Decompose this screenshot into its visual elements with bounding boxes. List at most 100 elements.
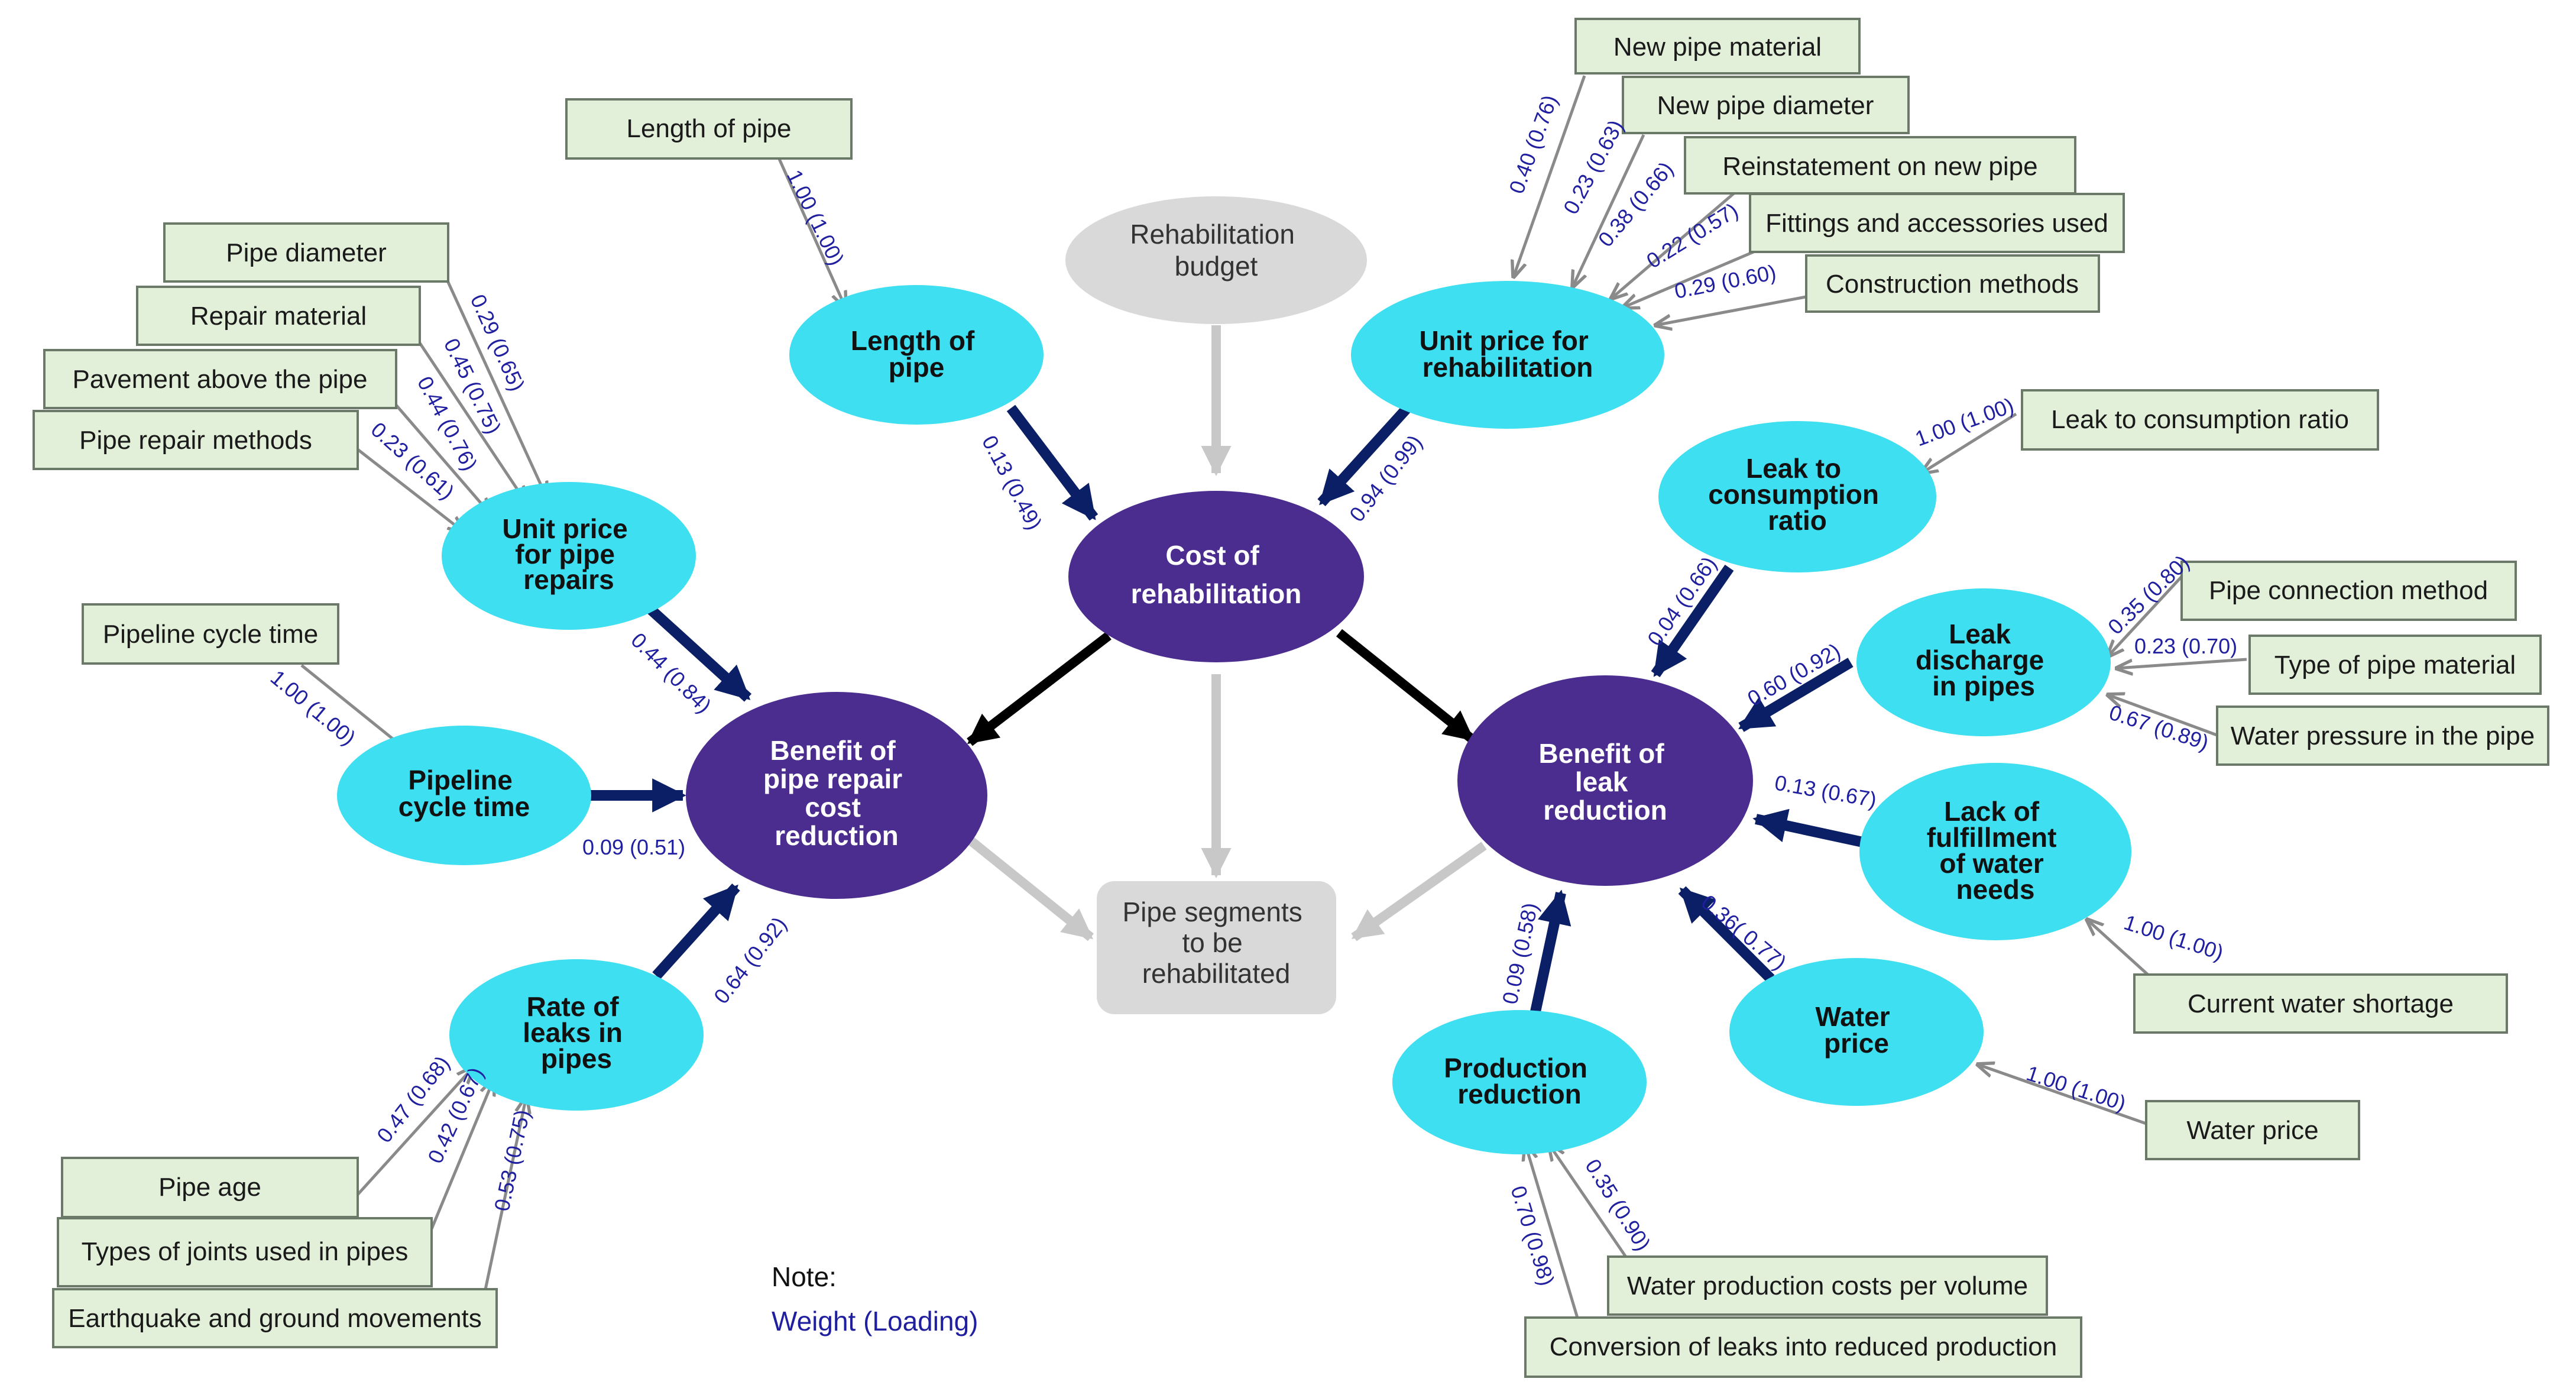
arrow-lack-to-benefit	[1752, 808, 1867, 848]
leak-consumption-node: Leak to consumption ratio	[1658, 421, 1936, 572]
indicator-label: New pipe diameter	[1657, 91, 1874, 120]
lack-line-1: Lack of	[1944, 796, 2040, 827]
arrow-earthquake	[483, 1097, 526, 1293]
svg-text:Leak discharge in: Leak discharge in pipes	[1916, 619, 2052, 701]
arrow-pipe-diameter	[446, 280, 547, 498]
cost-of-rehabilitation-node: Cost of rehabilitation	[1068, 491, 1364, 662]
arrow-construction-methods	[1655, 294, 1813, 325]
svg-text:Pipe segments to be: Pipe segments to be rehabilitated	[1122, 897, 1310, 989]
arrow-length-to-cost	[1006, 404, 1099, 521]
weight-label: 0.44 (0.84)	[626, 628, 716, 718]
note-legend-text: Weight (Loading)	[772, 1306, 978, 1336]
arrow-conversion-leaks	[1525, 1144, 1580, 1322]
arrow-production-costs	[1549, 1144, 1634, 1267]
unit-repair-line-1: Unit price	[503, 513, 628, 544]
indicator-box-water-production-costs: Water production costs per volume	[1607, 1255, 2048, 1316]
leak-node-line-2: leak	[1575, 766, 1628, 797]
weight-label: 0.29 (0.60)	[1673, 260, 1778, 303]
indicator-label: Types of joints used in pipes	[82, 1237, 409, 1266]
water-price-line-1: Water	[1816, 1001, 1890, 1032]
leak-ratio-line-2: consumption	[1708, 479, 1879, 510]
indicator-label: Earthquake and ground movements	[68, 1304, 482, 1333]
indicator-box-new-pipe-diameter: New pipe diameter	[1622, 76, 1910, 134]
indicator-box-earthquake: Earthquake and ground movements	[52, 1288, 498, 1348]
cycle-node-line-1: Pipeline	[408, 765, 512, 795]
svg-text:Lack of fulfillment: Lack of fulfillment of water needs	[1927, 796, 2065, 905]
arrow-pipe-repair-methods	[357, 448, 464, 532]
svg-text:Water price: Water price	[1816, 1001, 1898, 1059]
rehab-budget-line-1: Rehabilitation	[1130, 219, 1295, 250]
indicator-box-fittings: Fittings and accessories used	[1749, 193, 2125, 253]
unit-rehab-line-1: Unit price for	[1419, 325, 1588, 356]
benefit-leak-reduction-node: Benefit of leak reduction	[1457, 675, 1753, 886]
weight-label: 0.35 (0.80)	[2103, 550, 2194, 639]
benefit-pipe-repair-node: Benefit of pipe repair cost reduction	[686, 692, 987, 899]
svg-text:Benefit of pipe repair: Benefit of pipe repair cost reduction	[763, 735, 910, 851]
weight-label: 1.00 (1.00)	[2121, 910, 2227, 965]
production-line-2: reduction	[1457, 1079, 1582, 1109]
indicator-label: Construction methods	[1826, 270, 2079, 299]
arrow-joint-types	[427, 1079, 494, 1237]
rehab-budget-node: Rehabilitation budget	[1065, 196, 1367, 324]
indicator-label: Pipe connection method	[2209, 576, 2488, 605]
arrow-pipe-material-type	[2117, 658, 2247, 668]
svg-text:Production reduction: Production reduction	[1444, 1053, 1595, 1109]
indicator-label: Pavement above the pipe	[72, 365, 367, 394]
lack-line-2: fulfillment	[1927, 822, 2057, 853]
arrow-repair-material	[418, 342, 526, 503]
rate-node-line-1: Rate of	[527, 991, 620, 1022]
weight-label: 0.38 (0.66)	[1593, 157, 1678, 251]
arrow-production-to-benefit	[1529, 889, 1571, 1018]
weight-label: 0.23 (0.63)	[1558, 116, 1628, 218]
weight-label: 0.23 (0.70)	[2134, 634, 2237, 658]
indicator-box-water-pressure: Water pressure in the pipe	[2216, 706, 2549, 766]
rate-of-leaks-node: Rate of leaks in pipes	[449, 959, 704, 1111]
indicator-label: Water pressure in the pipe	[2231, 721, 2535, 750]
indicator-box-pipeline-cycle-time: Pipeline cycle time	[82, 603, 339, 665]
weight-label: 1.00 (1.00)	[2024, 1061, 2129, 1116]
svg-text:Benefit of leak re: Benefit of leak reduction	[1539, 738, 1672, 826]
repair-node-line-4: reduction	[775, 820, 899, 851]
svg-text:Pipeline cycle time: Pipeline cycle time	[398, 765, 530, 822]
indicator-label: New pipe material	[1613, 33, 1822, 62]
indicator-box-pipe-age: Pipe age	[61, 1157, 359, 1218]
pipeline-cycle-node: Pipeline cycle time	[337, 726, 591, 865]
arrow-length-of-pipe	[776, 154, 845, 308]
arrow-price-to-benefit	[1678, 886, 1775, 983]
discharge-line-2: discharge	[1916, 645, 2044, 675]
cost-node-line-1: Cost of	[1165, 540, 1259, 571]
lack-line-3: of water	[1939, 848, 2043, 879]
unit-repair-line-3: repairs	[523, 564, 614, 595]
lack-line-4: needs	[1956, 874, 2035, 905]
indicator-box-new-pipe-material: New pipe material	[1574, 18, 1861, 75]
indicator-label: Pipeline cycle time	[103, 620, 318, 649]
arrow-unit-repair-to-benefit	[646, 605, 752, 702]
svg-text:Unit price for pipe: Unit price for pipe repairs	[503, 513, 636, 595]
indicator-label: Length of pipe	[627, 114, 792, 143]
indicator-label: Pipe repair methods	[79, 426, 312, 455]
indicator-box-current-water-shortage: Current water shortage	[2133, 973, 2508, 1034]
indicator-box-pavement: Pavement above the pipe	[43, 349, 397, 409]
arrow-pipe-connection	[2108, 575, 2183, 656]
weight-label: 1.00 (1.00)	[782, 166, 849, 269]
discharge-line-1: Leak	[1949, 619, 2011, 649]
pipe-segments-node: Pipe segments to be rehabilitated	[1097, 881, 1336, 1014]
weight-label: 0.64 (0.92)	[709, 912, 792, 1008]
repair-node-line-1: Benefit of	[770, 735, 896, 766]
pipe-segments-line-1: Pipe segments	[1122, 897, 1302, 927]
arrow-new-pipe-material	[1514, 75, 1586, 277]
indicator-label: Reinstatement on new pipe	[1722, 152, 2037, 181]
svg-text:Length of pipe: Length of pipe	[851, 325, 982, 383]
unit-repair-line-2: for pipe	[515, 539, 615, 569]
pipe-segments-line-3: rehabilitated	[1142, 958, 1291, 989]
indicator-box-water-price: Water price	[2145, 1100, 2360, 1160]
leak-node-line-1: Benefit of	[1539, 738, 1665, 769]
grey-arrows	[966, 325, 1487, 941]
indicator-box-leak-consumption-ratio: Leak to consumption ratio	[2021, 389, 2379, 451]
discharge-line-3: in pipes	[1932, 671, 2035, 701]
indicator-box-reinstatement: Reinstatement on new pipe	[1684, 136, 2076, 195]
arrow-unit-rehab-to-cost	[1317, 404, 1411, 507]
unit-price-rehab-node: Unit price for rehabilitation	[1351, 281, 1664, 429]
indicator-box-construction-methods: Construction methods	[1805, 254, 2100, 313]
arrow-water-pressure	[2108, 695, 2221, 738]
